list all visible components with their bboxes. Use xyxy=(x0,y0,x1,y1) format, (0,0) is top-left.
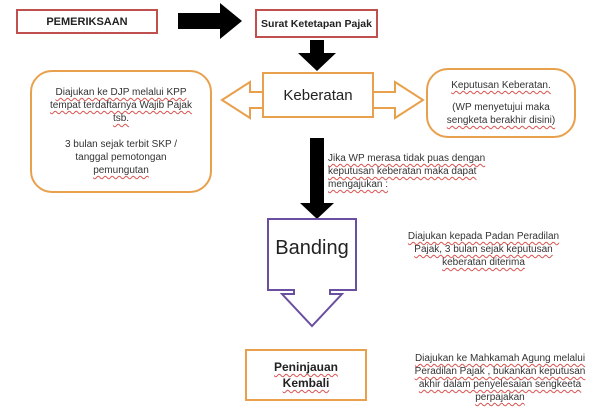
condition-line-2: keputusan keberatan maka dapat xyxy=(328,166,477,177)
keberatan-box: Keberatan xyxy=(262,72,374,118)
banding-note-line-1: Diajukan kepada Padan Peradilan xyxy=(407,231,560,242)
banding-shape xyxy=(267,218,357,328)
surat-ketetapan-pajak-box: Surat Ketetapan Pajak xyxy=(255,9,378,38)
arrow-right-to-surat xyxy=(178,3,242,39)
peninjauan-note-line-4: perpajakan xyxy=(475,392,525,403)
keberatan-label: Keberatan xyxy=(283,86,353,104)
right-note-line-1: Keputusan Keberatan. xyxy=(451,80,551,91)
left-note-line-5: 3 bulan sejak terbit SKP / xyxy=(64,139,178,150)
banding-note-line-3: keberatan diterima xyxy=(442,257,525,268)
right-note-line-4: sengketa berakhir disini) xyxy=(446,115,556,126)
condition-line-1: Jika WP merasa tidak puas dengan xyxy=(328,153,486,164)
pemeriksaan-box: PEMERIKSAAN xyxy=(16,9,158,34)
banding-label-wrap: Banding xyxy=(268,230,356,266)
peninjauan-kembali-box: Peninjauan Kembali xyxy=(245,349,367,401)
left-note-line-3: tsb. xyxy=(112,113,130,124)
arrow-down-to-banding xyxy=(300,138,334,219)
pemeriksaan-label: PEMERIKSAAN xyxy=(46,15,128,28)
peninjauan-note: Diajukan ke Mahkamah Agung melalui Perad… xyxy=(404,352,596,404)
peninjauan-note-line-1: Diajukan ke Mahkamah Agung melalui xyxy=(414,353,586,364)
peninjauan-note-line-3: akhir dalam penyelesaian sengkeeta xyxy=(418,379,582,390)
left-note-line-7: pemungutan xyxy=(93,165,149,176)
right-note-box: Keputusan Keberatan. (WP menyetujui maka… xyxy=(426,68,576,138)
condition-line-3: mengajukan : xyxy=(328,179,389,190)
banding-note-line-2: Pajak, 3 bulan sejak keputusan xyxy=(414,244,553,255)
left-note-box: Diajukan ke DJP melalui KPP tempat terda… xyxy=(30,70,212,193)
peninjauan-note-line-2: Peradilan Pajak , bukankan keputusan xyxy=(414,366,586,377)
condition-note: Jika WP merasa tidak puas dengan keputus… xyxy=(328,152,518,191)
banding-note: Diajukan kepada Padan Peradilan Pajak, 3… xyxy=(386,230,581,269)
right-note-line-3: (WP menyetujui maka xyxy=(452,102,550,113)
surat-ketetapan-pajak-label: Surat Ketetapan Pajak xyxy=(261,17,372,30)
banding-label: Banding xyxy=(275,236,349,259)
peninjauan-label-line-1: Peninjauan xyxy=(273,360,338,374)
left-note-line-2: tempat terdaftarnya Wajib Pajak xyxy=(50,100,192,111)
left-note-line-1: Diajukan ke DJP melalui KPP xyxy=(55,87,187,98)
arrow-down-to-keberatan xyxy=(298,40,336,71)
peninjauan-label-line-2: Kembali xyxy=(282,376,330,390)
left-note-line-6: tanggal pemotongan xyxy=(75,152,167,163)
